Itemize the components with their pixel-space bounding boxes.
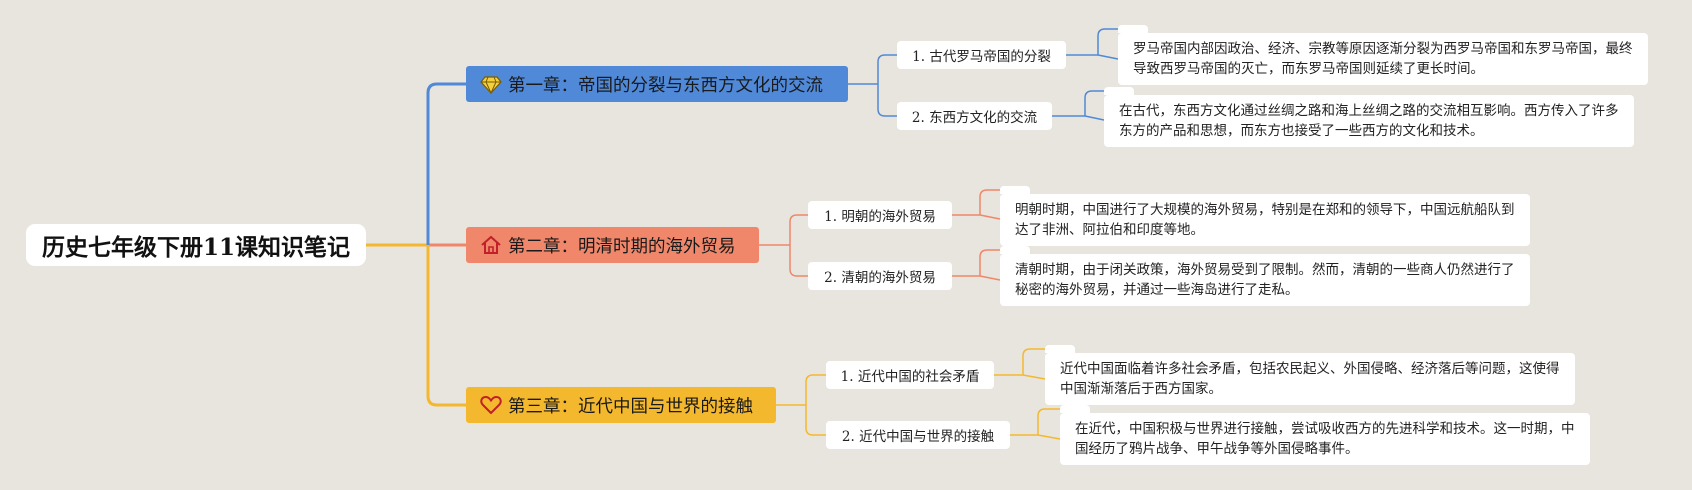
section-label: 2. 清朝的海外贸易 <box>824 270 936 286</box>
root-topic[interactable]: 历史七年级下册11课知识笔记 <box>26 224 366 266</box>
chapter-2-topic[interactable]: 第二章：明清时期的海外贸易 <box>466 227 759 263</box>
section-label: 1. 古代罗马帝国的分裂 <box>912 49 1051 65</box>
note-text: 罗马帝国内部因政治、经济、宗教等原因逐渐分裂为西罗马帝国和东罗马帝国，最终导致西… <box>1133 41 1633 77</box>
chapter-2-title: 第二章：明清时期的海外贸易 <box>508 236 736 257</box>
chapter-1-section-1-note[interactable]: 罗马帝国内部因政治、经济、宗教等原因逐渐分裂为西罗马帝国和东罗马帝国，最终导致西… <box>1118 33 1648 85</box>
note-tab <box>1060 405 1090 413</box>
chapter-2-section-1[interactable]: 1. 明朝的海外贸易 <box>808 201 952 229</box>
chapter-3-section-2[interactable]: 2. 近代中国与世界的接触 <box>826 421 1010 449</box>
note-text: 在近代，中国积极与世界进行接触，尝试吸收西方的先进科学和技术。这一时期，中国经历… <box>1075 421 1575 457</box>
section-label: 2. 东西方文化的交流 <box>911 110 1038 126</box>
chapter-3-section-1[interactable]: 1. 近代中国的社会矛盾 <box>826 361 994 389</box>
chapter-1-section-2[interactable]: 2. 东西方文化的交流 <box>897 102 1052 130</box>
chapter-2-section-1-note[interactable]: 明朝时期，中国进行了大规模的海外贸易，特别是在郑和的领导下，中国远航船队到达了非… <box>1000 194 1530 246</box>
chapter-3-section-2-note[interactable]: 在近代，中国积极与世界进行接触，尝试吸收西方的先进科学和技术。这一时期，中国经历… <box>1060 413 1590 465</box>
note-text: 近代中国面临着许多社会矛盾，包括农民起义、外国侵略、经济落后等问题，这使得中国渐… <box>1060 361 1560 397</box>
note-text: 在古代，东西方文化通过丝绸之路和海上丝绸之路的交流相互影响。西方传入了许多东方的… <box>1119 103 1619 139</box>
house-icon <box>480 234 502 256</box>
note-tab <box>1045 345 1075 353</box>
chapter-2-section-2-note[interactable]: 清朝时期，由于闭关政策，海外贸易受到了限制。然而，清朝的一些商人仍然进行了秘密的… <box>1000 254 1530 306</box>
section-label: 1. 近代中国的社会矛盾 <box>840 369 980 385</box>
note-tab <box>1118 25 1148 33</box>
heart-icon <box>480 394 502 416</box>
chapter-1-topic[interactable]: 第一章：帝国的分裂与东西方文化的交流 <box>466 66 848 102</box>
chapter-1-title: 第一章：帝国的分裂与东西方文化的交流 <box>508 75 823 96</box>
note-text: 明朝时期，中国进行了大规模的海外贸易，特别是在郑和的领导下，中国远航船队到达了非… <box>1015 202 1515 238</box>
chapter-3-topic[interactable]: 第三章：近代中国与世界的接触 <box>466 387 776 423</box>
chapter-1-section-2-note[interactable]: 在古代，东西方文化通过丝绸之路和海上丝绸之路的交流相互影响。西方传入了许多东方的… <box>1104 95 1634 147</box>
note-tab <box>1104 87 1134 95</box>
section-label: 2. 近代中国与世界的接触 <box>841 429 995 445</box>
section-label: 1. 明朝的海外贸易 <box>824 209 936 225</box>
note-text: 清朝时期，由于闭关政策，海外贸易受到了限制。然而，清朝的一些商人仍然进行了秘密的… <box>1015 262 1515 298</box>
chapter-3-title: 第三章：近代中国与世界的接触 <box>508 396 753 417</box>
note-tab <box>1000 246 1030 254</box>
note-tab <box>1000 186 1030 194</box>
chapter-1-section-1[interactable]: 1. 古代罗马帝国的分裂 <box>897 41 1066 69</box>
diamond-icon <box>480 73 502 95</box>
chapter-3-section-1-note[interactable]: 近代中国面临着许多社会矛盾，包括农民起义、外国侵略、经济落后等问题，这使得中国渐… <box>1045 353 1575 405</box>
root-title: 历史七年级下册11课知识笔记 <box>41 234 350 261</box>
chapter-2-section-2[interactable]: 2. 清朝的海外贸易 <box>808 262 952 290</box>
